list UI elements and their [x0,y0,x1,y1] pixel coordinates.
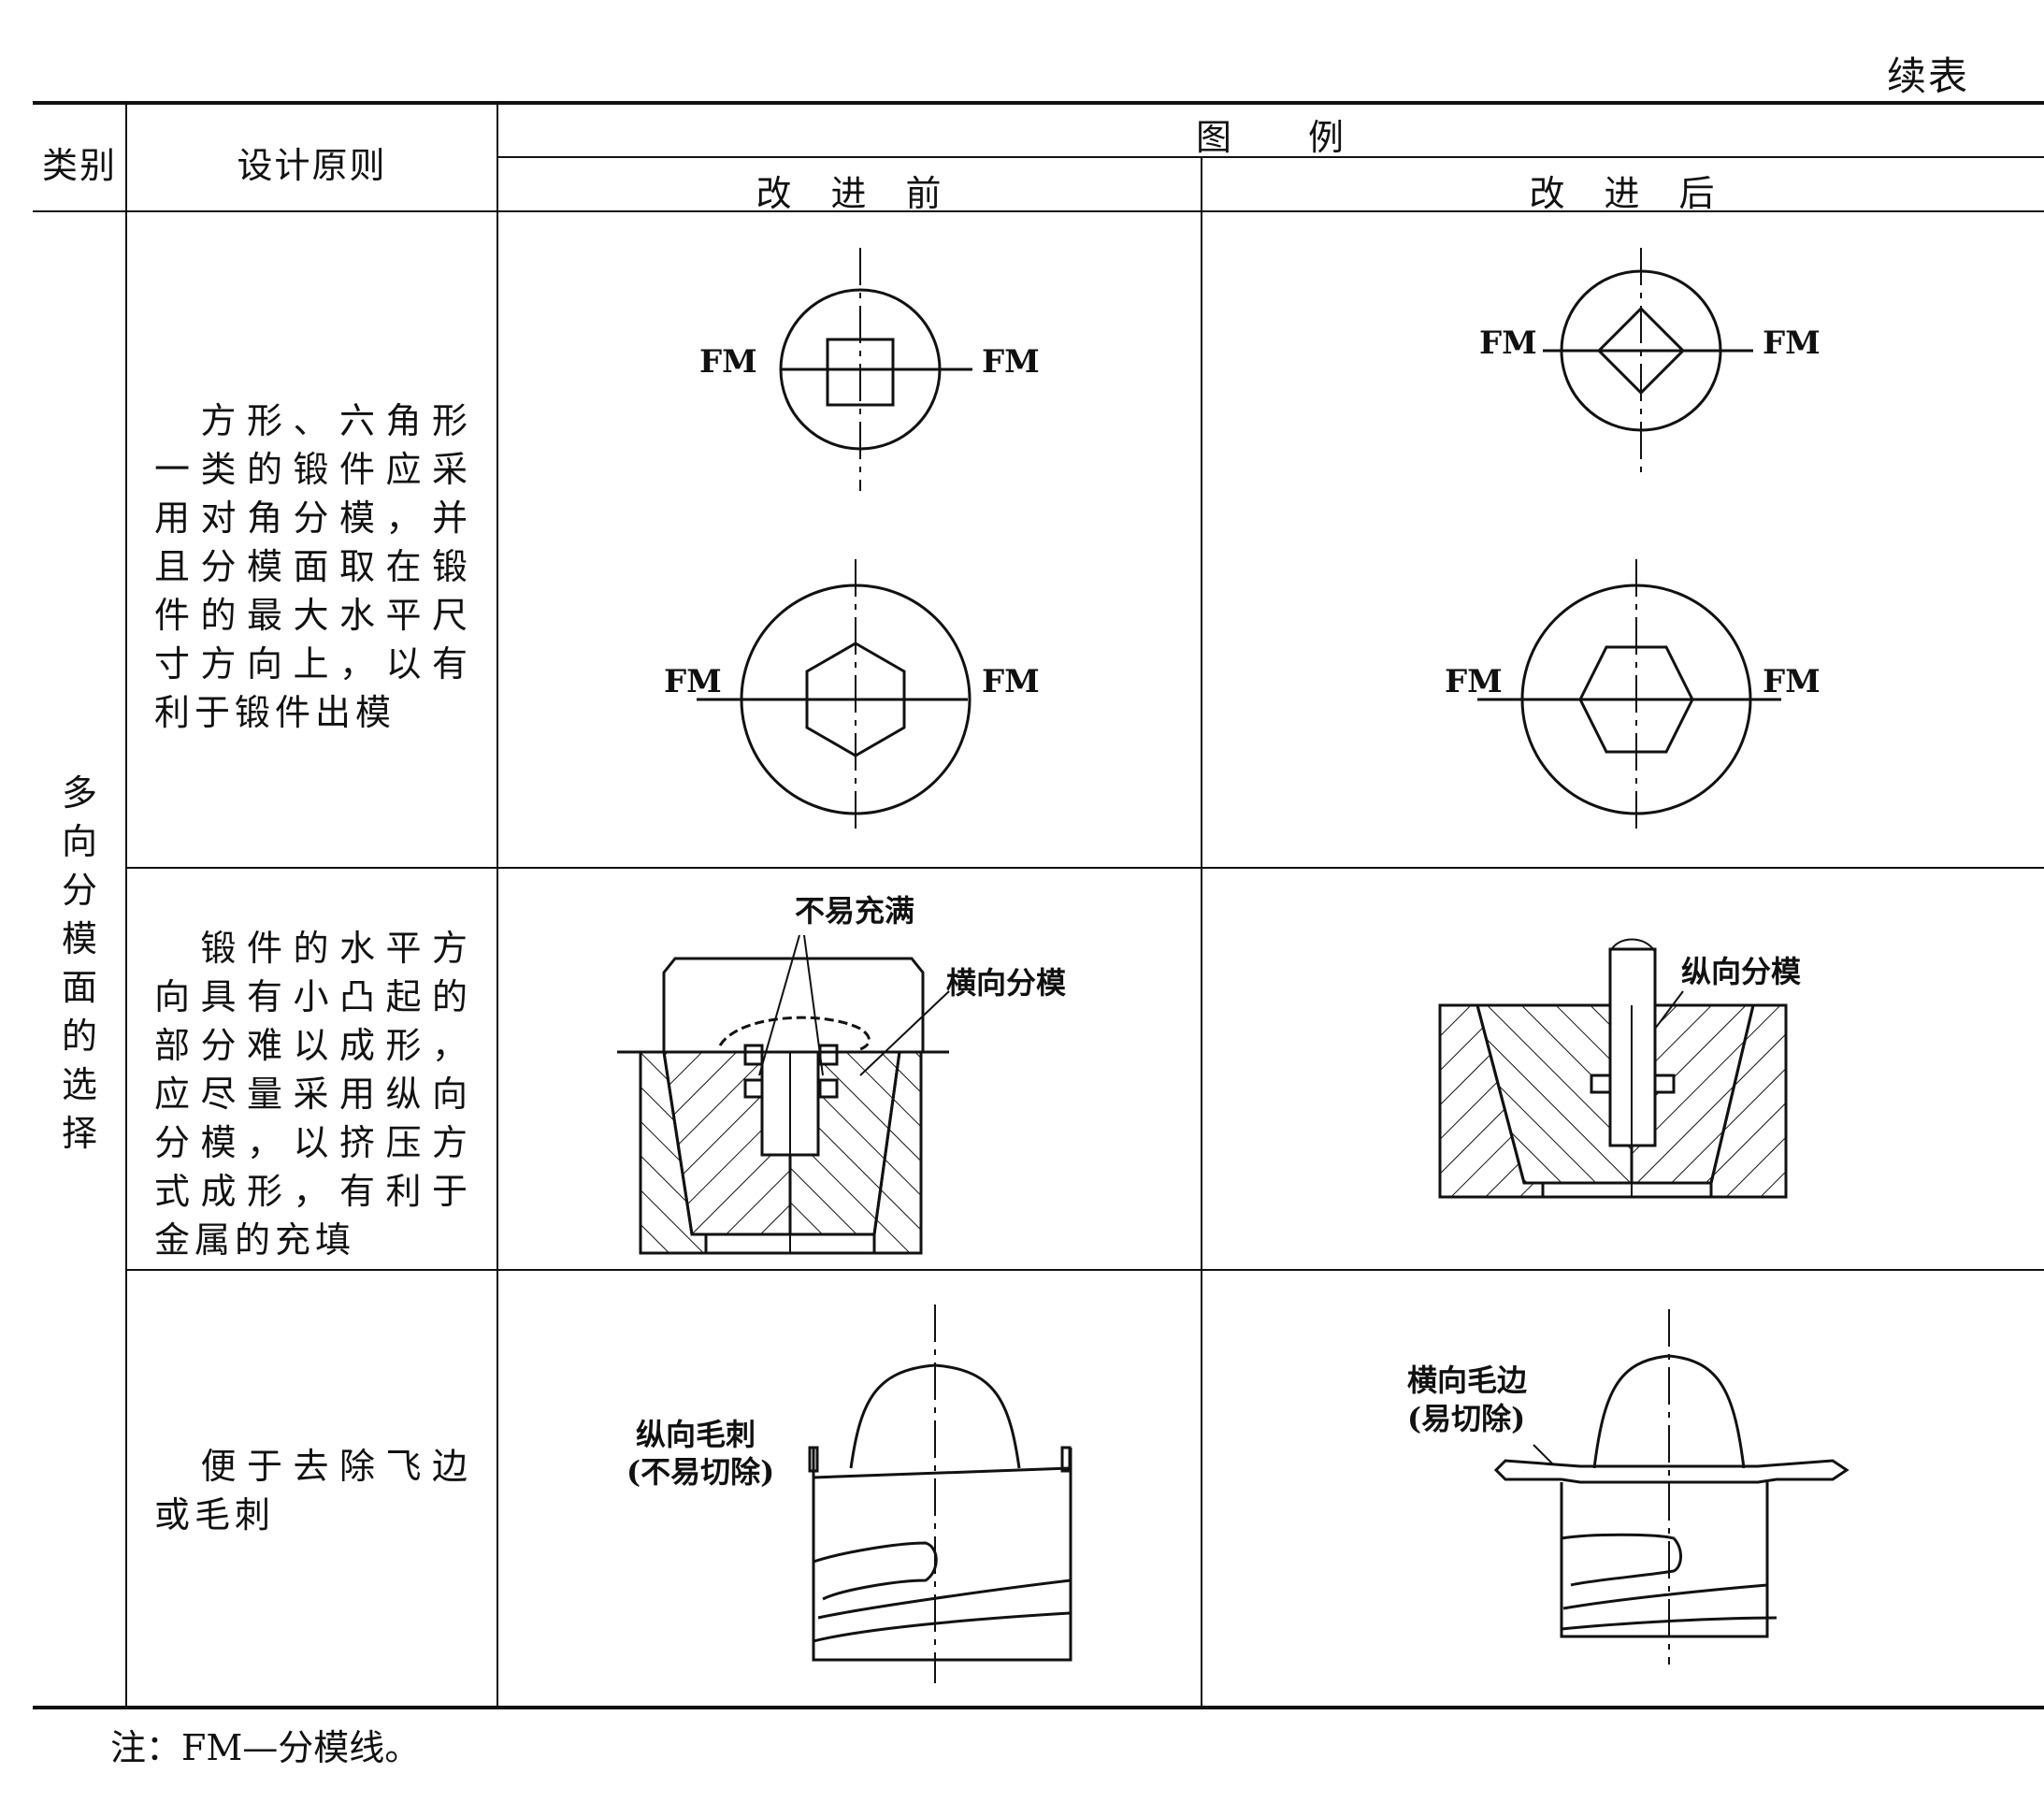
fm-label: FM [982,663,1040,700]
principle-cell-row1: 方形、六角形一类的锻件应采用对角分模，并且分模面取在锻件的最大水平尺寸方向上，以… [154,400,472,733]
fm-label: FM [1763,663,1821,700]
square-forging-before-figure [779,248,972,491]
principle-cell-row2: 锻件的水平方向具有小凸起的部分难以成形，应尽量采用纵向分模，以挤压方式成形，有利… [154,928,472,1261]
hard-to-fill-label: 不易充满 [795,893,914,929]
hard-to-trim-label: (不易切除) [626,1454,774,1490]
category-cell: 多向分模面的选择 [61,772,97,1154]
square-forging-after-figure [1543,248,1753,477]
longitudinal-burr-label: 纵向毛刺 [636,1417,756,1452]
principle-cell-row3: 便于去除飞边或毛刺 [154,1446,472,1535]
horizontal-split-die-before-figure [617,934,950,1255]
fm-label: FM [982,343,1040,381]
longitudinal-burr-before-figure [808,1305,1072,1683]
transverse-flash-after-figure [1493,1309,1850,1665]
table-grid [33,101,2044,1709]
fm-label: FM [1445,663,1503,700]
vertical-split-die-after-figure [1438,938,1788,1199]
continued-table-label: 续表 [1886,53,1969,99]
transverse-flash-label: 横向毛边 [1407,1362,1527,1398]
header-design-principle: 设计原则 [237,145,387,186]
hexagon-forging-before-figure [697,559,972,830]
table-footnote: 注：FM—分模线。 [110,1727,421,1768]
fm-label: FM [699,343,757,381]
fm-label: FM [1763,324,1821,362]
easy-to-trim-label: (易切除) [1407,1401,1525,1436]
header-after-improvement: 改 进 后 [1529,173,1717,214]
horizontal-parting-label: 横向分模 [946,965,1066,1001]
hexagon-forging-after-figure [1477,559,1781,830]
header-illustration: 图 例 [1195,117,1346,158]
header-before-improvement: 改 进 前 [756,173,943,214]
fm-label: FM [664,663,722,700]
fm-label: FM [1479,324,1537,362]
vertical-parting-label: 纵向分模 [1681,954,1801,989]
header-category: 类别 [41,145,117,186]
